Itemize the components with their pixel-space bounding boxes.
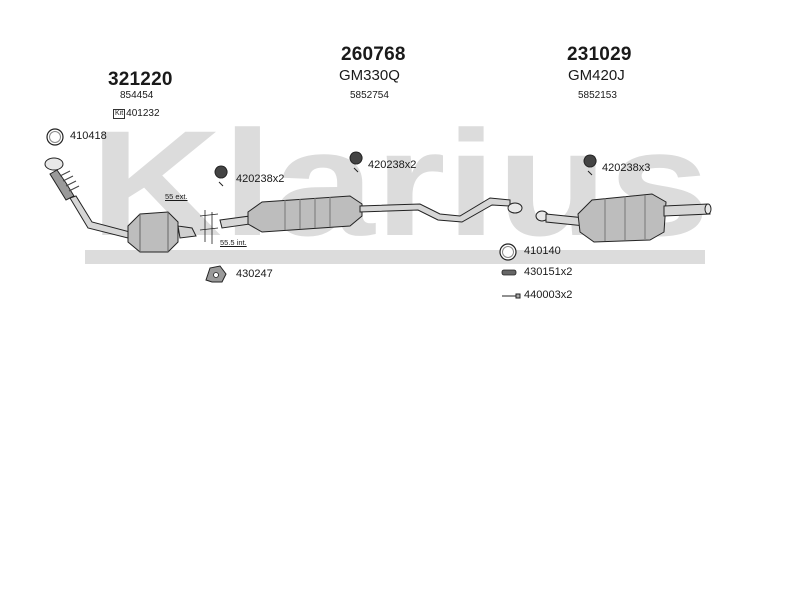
section-1-part-number: 321220 (108, 69, 173, 90)
accessory-label-410140: 410140 (524, 245, 561, 257)
dimension-int-label: 55.5 int. (220, 238, 247, 247)
section-3-model: GM420J (568, 67, 625, 84)
clamp-icon (214, 165, 228, 187)
dimension-lines (199, 210, 219, 244)
front-pipe-catalyst (44, 157, 197, 253)
accessory-label-430247: 430247 (236, 268, 273, 280)
watermark: Klarius (85, 99, 710, 267)
rear-section (535, 193, 712, 243)
front-flange (44, 157, 64, 171)
clamp-icon (349, 151, 363, 173)
bolt-icon (502, 293, 521, 299)
rear-silencer (577, 193, 667, 243)
section-2-code: 5852754 (350, 90, 389, 101)
accessory-label-410418: 410418 (70, 130, 107, 142)
dimension-ext-label: 55 ext. (165, 192, 188, 201)
accessory-icons (46, 128, 597, 299)
flex-joint (49, 169, 75, 201)
section-3-part-number: 231029 (567, 44, 632, 65)
catalyst-outlet (177, 225, 197, 239)
section-2-model: GM330Q (339, 67, 400, 84)
accessory-label-430151: 430151x2 (524, 266, 573, 278)
section-1-kit-code: 401232 (126, 108, 160, 119)
middle-section (219, 195, 523, 233)
watermark-bar (85, 250, 705, 264)
section-2-part-number: 260768 (341, 44, 406, 65)
accessory-label-420238-a: 420238x2 (236, 173, 285, 185)
watermark-text: Klarius (90, 99, 710, 267)
rear-tail-pipe (663, 203, 711, 217)
kit-badge: Kit (113, 109, 126, 119)
ring-gasket-inner (49, 131, 61, 143)
catalyst-body (127, 211, 179, 253)
clamp-icon (583, 154, 597, 176)
accessory-label-440003: 440003x2 (524, 289, 573, 301)
middle-silencer (247, 195, 363, 233)
section-1-code: 854454 (120, 90, 154, 101)
middle-end-flange (507, 202, 523, 214)
ring-gasket-inner (502, 246, 514, 258)
rubber-mount-icon (501, 269, 517, 276)
section-3-code: 5852153 (578, 90, 617, 101)
tail-pipe-end (704, 203, 712, 215)
accessory-label-420238-b: 420238x2 (368, 159, 417, 171)
hanger-bracket-hole (213, 272, 219, 278)
accessory-label-420238-c: 420238x3 (602, 162, 651, 174)
